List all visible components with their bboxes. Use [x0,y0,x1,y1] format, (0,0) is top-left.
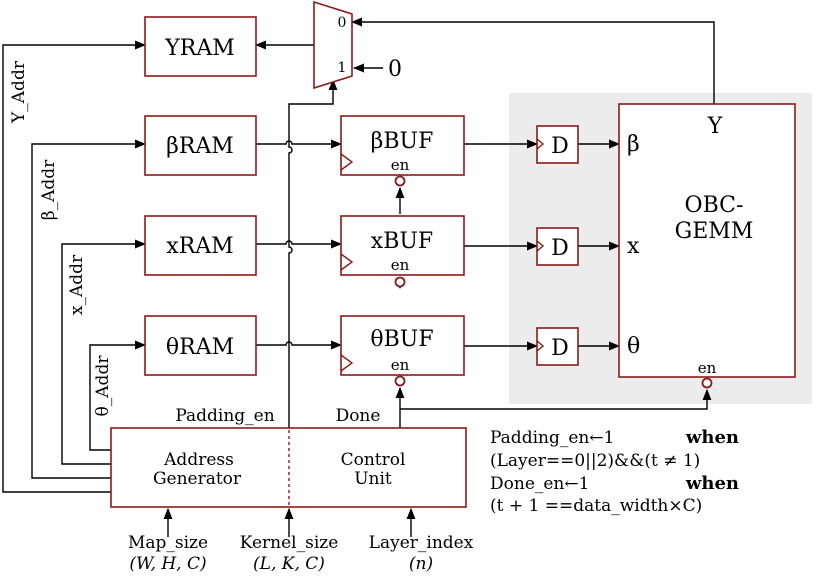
bbuf-label: βBUF [371,129,434,154]
d-flipflop-theta [536,327,579,366]
d-x-clock-icon [536,240,545,252]
obc-x-port-label: x [627,234,640,259]
done-condition-when: when [685,473,739,494]
y-feedback-wire [350,17,715,104]
tbuf-enable-bubble [394,375,406,387]
bram-block [144,115,257,176]
tram-label: θRAM [166,335,234,360]
d-beta-label: D [551,134,569,159]
addr-gen-line1: Address [163,450,234,470]
padding-en-wire [288,78,338,428]
yram-block [144,16,257,77]
layer-index-args: (n) [409,554,433,574]
xbuf-en-label: en [391,256,410,274]
bram-to-bbuf-wire [256,139,343,149]
xbuf-block [340,215,465,276]
map-size-args: (W, H, C) [129,554,206,574]
bbuf-enable-bubble [394,175,406,187]
padding-condition-lhs: Padding_en←1 [490,428,614,448]
padding-en-label: Padding_en [175,406,274,426]
tbuf-label: θBUF [370,327,433,352]
xram-label: xRAM [166,234,233,259]
const-zero-label: 0 [388,57,402,82]
kernel-size-args: (L, K, C) [253,554,325,574]
x-addr-label: x_Addr [67,254,87,315]
xram-block [144,215,257,276]
ctrl-unit-line2: Unit [354,469,392,489]
padding-condition-when: when [685,427,739,448]
d-flipflop-beta [536,125,579,164]
obc-gemm-block [618,103,796,378]
tram-block [144,315,257,376]
map-size-label: Map_size [128,533,208,553]
bbuf-en-label: en [391,156,410,174]
tram-to-tbuf-wire [256,340,343,350]
bram-label: βRAM [166,134,234,159]
done-condition-expr: (t + 1 ==data_width×C) [490,496,702,516]
done-to-obc-wire [400,388,712,410]
tbuf-block [340,315,465,376]
mux-in1-label: 1 [338,60,347,76]
mux-block [313,0,353,90]
addr-gen-line2: Generator [153,469,242,489]
theta-addr-wire [89,340,147,451]
layer-index-label: Layer_index [369,533,474,553]
d-theta-clock-icon [536,340,545,352]
kernel-size-label: Kernel_size [240,533,339,553]
tbuf-clock-icon [340,354,354,372]
obc-enable-bubble [701,377,713,389]
bbuf-clock-icon [340,153,354,171]
obc-title-line1: OBC- [685,193,744,218]
theta-addr-label: θ_Addr [93,355,113,417]
mux-in0-label: 0 [338,15,347,31]
padding-condition-expr: (Layer==0||2)&&(t ≠ 1) [490,451,700,471]
yram-label: YRAM [164,36,235,61]
d-x-label: D [551,236,569,261]
d-beta-clock-icon [536,138,545,150]
done-label: Done [336,406,381,426]
obc-beta-port-label: β [627,132,640,157]
xbuf-clock-icon [340,253,354,271]
obc-en-label: en [698,359,717,377]
obc-theta-port-label: θ [627,334,640,359]
x-addr-wire [61,239,147,465]
xbuf-label: xBUF [371,229,433,254]
xbuf-enable-bubble [394,276,406,288]
y-addr-label: Y_Addr [9,60,29,124]
obc-y-port-label: Y [707,114,723,139]
beta-addr-label: β_Addr [39,159,59,220]
y-addr-wire [2,40,147,493]
done-condition-lhs: Done_en←1 [490,474,589,494]
beta-addr-wire [31,139,147,479]
bbuf-block [340,115,465,176]
obc-title-line2: GEMM [675,219,754,244]
xram-to-xbuf-wire [256,239,343,249]
d-flipflop-x [536,227,579,266]
d-theta-label: D [551,336,569,361]
ctrl-unit-line1: Control [341,450,406,470]
tbuf-en-label: en [391,356,410,374]
